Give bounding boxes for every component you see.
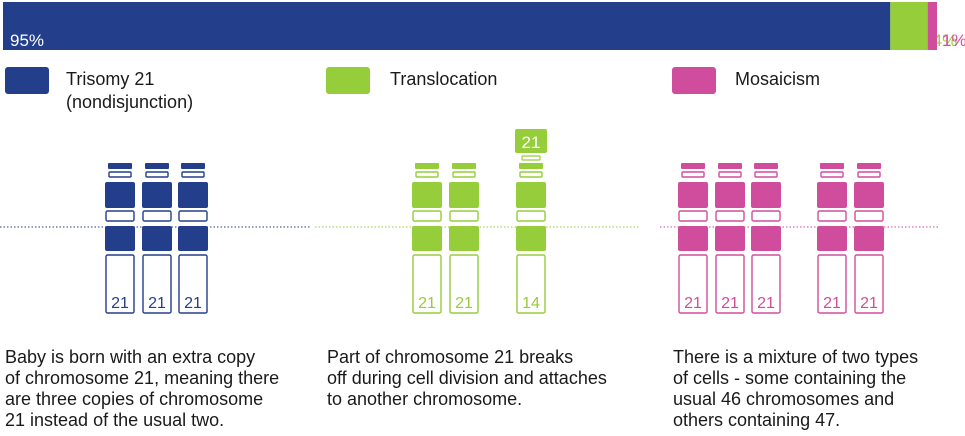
- chromosome-1-2: 14: [516, 163, 546, 314]
- legend-label-trisomy: Trisomy 21 (nondisjunction): [66, 69, 194, 112]
- chromosome-number-label: 21: [455, 295, 473, 312]
- chromosome-number-label: 21: [418, 295, 436, 312]
- legend-label-mosaicism: Mosaicism: [735, 69, 821, 89]
- legend-label-translocation: Translocation: [390, 69, 498, 89]
- description-mosaicism: There is a mixture of two types of cells…: [673, 347, 919, 430]
- chromosome-number-label: 14: [522, 295, 540, 312]
- bar-segment-0: [3, 2, 891, 50]
- description-trisomy: Baby is born with an extra copy of chrom…: [5, 347, 280, 430]
- attached-chromosome-21-fragment: 21: [515, 129, 547, 161]
- chromosome-number-label: 21: [684, 295, 702, 312]
- bar-label-1: 4%: [933, 31, 958, 50]
- chromosome-2-0: 21: [678, 163, 708, 314]
- stacked-percentage-bar: 95% 4%1%: [3, 2, 965, 50]
- chromosome-number-label: 21: [111, 295, 129, 312]
- chromosome-2-1: 21: [715, 163, 745, 314]
- chromosome-2-3: 21: [817, 163, 847, 314]
- chromosome-number-label: 21: [860, 295, 878, 312]
- description-translocation: Part of chromosome 21 breaks off during …: [327, 347, 607, 409]
- legend-swatch-trisomy: [5, 67, 49, 94]
- chromosome-number-label: 21: [184, 295, 202, 312]
- chromosome-number-label: 21: [757, 295, 775, 312]
- bar-label-0: 95%: [10, 31, 44, 50]
- bar-segment-1: [890, 2, 928, 50]
- chromosome-1-0: 21: [412, 163, 442, 314]
- chromosome-2-4: 21: [854, 163, 884, 314]
- bar-segment-2: [927, 2, 937, 50]
- chromosome-1-1: 21: [449, 163, 479, 314]
- chromosome-number-label: 21: [721, 295, 739, 312]
- legend-swatch-translocation: [326, 67, 370, 94]
- chromosome-number-label: 21: [148, 295, 166, 312]
- chromosome-0-1: 21: [142, 163, 172, 314]
- legend-swatch-mosaicism: [672, 67, 716, 94]
- bar-label-2: 1%: [942, 31, 965, 50]
- chromosome-number-label: 21: [823, 295, 841, 312]
- chromosome-2-2: 21: [751, 163, 781, 314]
- chromosome-0-2: 21: [178, 163, 208, 314]
- chromosome-0-0: 21: [105, 163, 135, 314]
- attached-chromosome-label: 21: [522, 133, 541, 152]
- chromosome-illustrations: 21 21 21 21 21 14 21 21 21 21 21 21: [0, 129, 940, 314]
